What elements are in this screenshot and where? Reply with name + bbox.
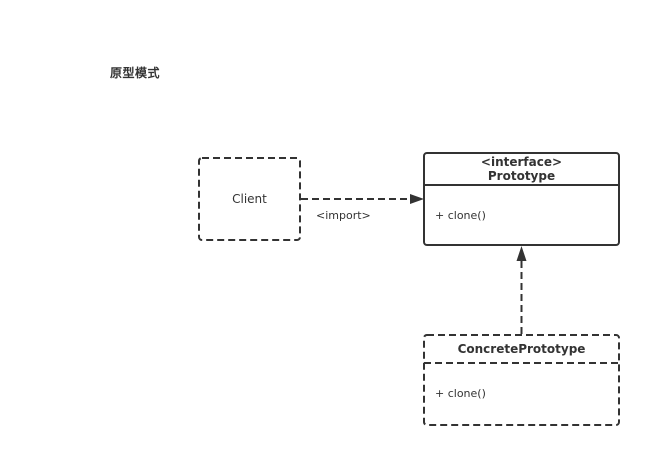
concrete-prototype-box — [423, 334, 620, 426]
client-node[interactable]: Client — [198, 157, 301, 241]
prototype-method: + clone() — [435, 209, 486, 222]
realization-arrow-head — [516, 246, 527, 261]
import-label: <import> — [316, 209, 371, 222]
client-label: Client — [232, 192, 267, 206]
diagram-title: 原型模式 — [110, 66, 161, 80]
prototype-stereotype: <interface> — [481, 155, 562, 169]
concrete-prototype-method: + clone() — [435, 387, 486, 400]
concrete-prototype-name: ConcretePrototype — [458, 342, 586, 356]
client-box — [198, 157, 301, 241]
import-dependency-arrow — [301, 194, 424, 204]
prototype-name: Prototype — [488, 169, 555, 183]
prototype-node[interactable]: <interface> Prototype + clone() — [423, 152, 620, 246]
import-arrow-head — [410, 194, 424, 204]
realization-arrow — [516, 246, 527, 334]
concrete-prototype-node[interactable]: ConcretePrototype + clone() — [423, 334, 620, 426]
